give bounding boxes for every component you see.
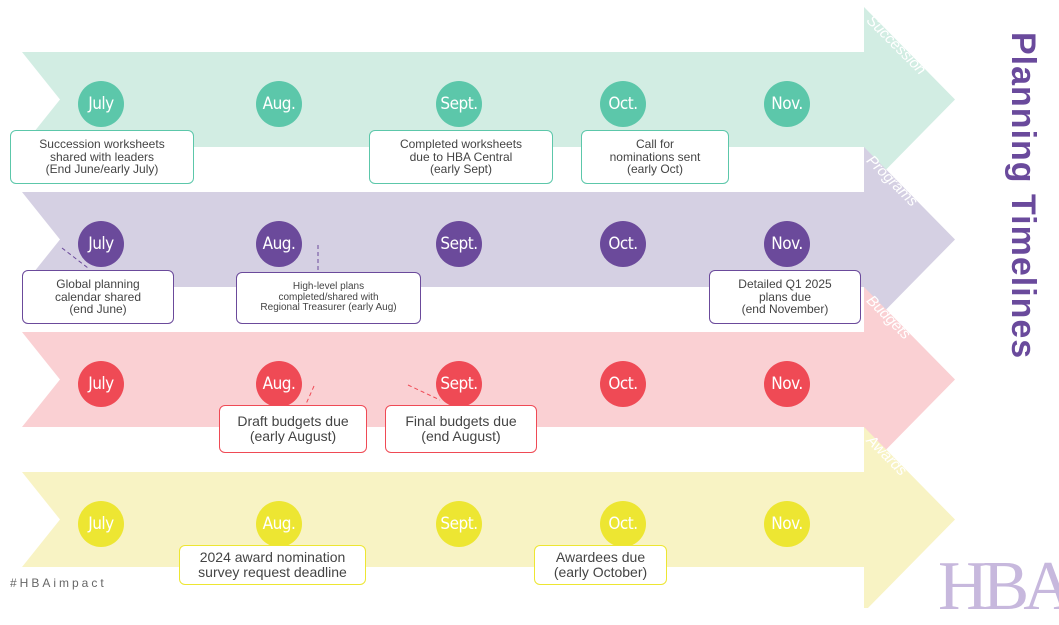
note-line: (early Sept)	[429, 162, 493, 177]
month-circle: Sept.	[436, 221, 482, 267]
month-circle: Nov.	[764, 81, 810, 127]
month-circle: Oct.	[600, 501, 646, 547]
month-circle: Aug.	[256, 221, 302, 267]
note-line: (end August)	[421, 428, 501, 444]
month-circle: Oct.	[600, 361, 646, 407]
connector-line	[305, 385, 315, 405]
track-label-succession: Succession	[862, 12, 930, 79]
note-line: plans due	[758, 289, 812, 304]
milestone-note: Draft budgets due(early August)	[219, 405, 367, 453]
note-line: Global planning	[56, 277, 140, 292]
month-circle: Oct.	[600, 221, 646, 267]
month-circle: Aug.	[256, 81, 302, 127]
note-line: 2024 award nomination	[199, 549, 346, 566]
note-line: Awardees due	[555, 549, 646, 566]
track-label-programs: Programs	[862, 152, 921, 211]
milestone-note: Awardees due(early October)	[534, 545, 667, 585]
month-circle: Nov.	[764, 221, 810, 267]
month-circle: July	[78, 501, 124, 547]
note-line: Regional Treasurer (early Aug)	[260, 302, 397, 314]
milestone-note: Final budgets due(end August)	[385, 405, 537, 453]
note-line: (early October)	[553, 564, 648, 580]
month-circle: July	[78, 221, 124, 267]
track-label-awards: Awards	[862, 432, 911, 480]
note-line: due to HBA Central	[409, 149, 513, 164]
month-circle: Aug.	[256, 501, 302, 547]
note-line: Call for	[635, 137, 674, 152]
month-circle: Nov.	[764, 501, 810, 547]
note-line: shared with leaders	[49, 149, 155, 164]
note-line: calendar shared	[54, 289, 142, 304]
note-line: survey request deadline	[198, 564, 347, 580]
hba-logo: HBA	[938, 548, 1059, 625]
month-circle: Aug.	[256, 361, 302, 407]
note-line: (End June/early July)	[45, 162, 159, 177]
connector-line	[407, 384, 441, 401]
note-line: High-level plans	[292, 281, 365, 293]
month-circle: Sept.	[436, 501, 482, 547]
note-line: Completed worksheets	[399, 137, 523, 152]
note-line: (end June)	[69, 302, 127, 317]
note-line: (end November)	[741, 302, 829, 317]
note-line: Succession worksheets	[39, 137, 165, 152]
page-title: Planning Timelines	[1004, 32, 1042, 360]
note-line: (early August)	[249, 428, 337, 444]
note-line: Detailed Q1 2025	[738, 277, 832, 292]
month-circle: Sept.	[436, 361, 482, 407]
hashtag-label: #HBAimpact	[10, 576, 107, 590]
month-circle: July	[78, 81, 124, 127]
track-label-budgets: Budgets	[862, 292, 914, 343]
connector-line	[61, 247, 89, 269]
month-circle: Nov.	[764, 361, 810, 407]
note-line: (early Oct)	[626, 162, 683, 177]
note-line: completed/shared with	[278, 291, 379, 303]
month-circle: Sept.	[436, 81, 482, 127]
month-circle: Oct.	[600, 81, 646, 127]
note-line: Final budgets due	[405, 413, 517, 430]
month-circle: July	[78, 361, 124, 407]
note-line: Draft budgets due	[237, 413, 349, 430]
note-line: nominations sent	[609, 149, 701, 164]
